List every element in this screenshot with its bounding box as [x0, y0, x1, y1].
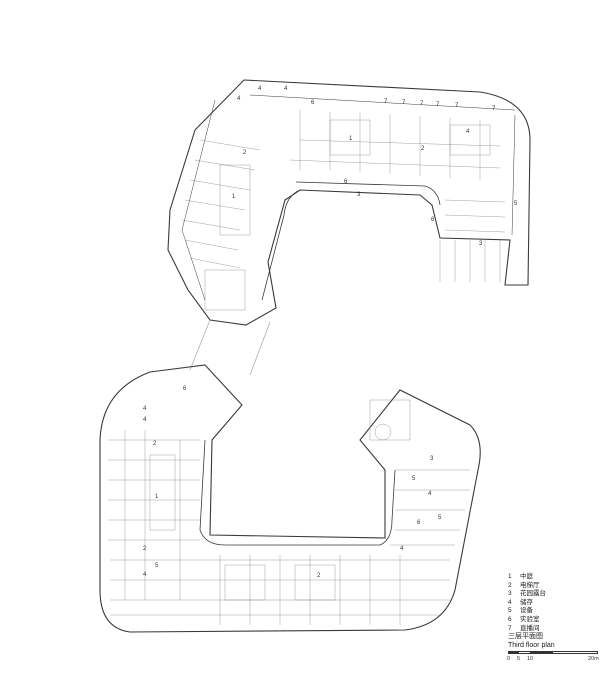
room-num-equipment: 5 — [412, 476, 416, 482]
room-num-storage: 4 — [143, 417, 147, 423]
room-num-equipment: 5 — [514, 201, 518, 207]
scale-bar-segment — [530, 651, 553, 654]
top-building-outline — [167, 79, 531, 326]
room-num-studio: 7 — [420, 101, 424, 107]
room-num-atrium: 1 — [232, 194, 236, 200]
plan-title: 三层平面图 Third floor plan — [508, 633, 555, 650]
scale-bar: 0 5 10 20m — [507, 651, 608, 673]
room-numbers: 1 1 2 2 3 3 4 4 4 4 5 6 6 6 7 7 7 7 7 7 … — [143, 86, 518, 579]
room-num-garden: 3 — [479, 241, 483, 247]
room-num-storage: 4 — [466, 129, 470, 135]
room-num-studio: 7 — [455, 103, 459, 109]
room-num-lab: 6 — [417, 520, 421, 526]
room-num-storage: 4 — [143, 572, 147, 578]
room-num-atrium: 1 — [155, 494, 159, 500]
room-num-lift: 2 — [243, 150, 247, 156]
top-corridor-west — [181, 99, 216, 301]
room-num-lab: 6 — [311, 100, 315, 106]
top-courtyard-edge — [295, 181, 441, 206]
room-num-lab: 6 — [344, 179, 348, 185]
top-courtyard-wall — [261, 189, 301, 301]
room-num-equipment: 5 — [155, 563, 159, 569]
room-num-storage: 4 — [400, 546, 404, 552]
scale-label: 5 — [517, 656, 521, 662]
top-corridor-east — [511, 114, 516, 236]
top-building — [167, 79, 531, 326]
bottom-courtyard-edge — [199, 439, 396, 546]
room-num-lab: 6 — [183, 386, 187, 392]
room-num-storage: 4 — [258, 86, 262, 92]
room-num-storage: 4 — [284, 86, 288, 92]
bridge-link — [189, 319, 271, 376]
scale-label: 20m — [588, 656, 599, 662]
room-num-lift: 2 — [317, 573, 321, 579]
bottom-interior-grid — [108, 399, 470, 625]
room-num-studio: 7 — [384, 99, 388, 105]
top-interior-grid — [181, 110, 506, 311]
room-num-equipment: 5 — [438, 515, 442, 521]
bottom-building — [99, 364, 481, 633]
room-num-studio: 7 — [492, 106, 496, 112]
room-num-lab: 6 — [431, 217, 435, 223]
bottom-building-outline — [99, 364, 481, 633]
room-num-lift: 2 — [153, 441, 157, 447]
room-num-garden: 3 — [357, 192, 361, 198]
room-num-storage: 4 — [428, 491, 432, 497]
room-num-lift: 2 — [421, 146, 425, 152]
scale-label: 0 — [507, 656, 511, 662]
top-corridor-north — [249, 94, 516, 111]
room-num-garden: 3 — [430, 456, 434, 462]
plan-title-en: Third floor plan — [508, 641, 555, 649]
room-num-studio: 7 — [436, 102, 440, 108]
scale-label: 10 — [527, 656, 534, 662]
room-num-atrium: 1 — [349, 136, 353, 142]
scale-bar-segment — [508, 651, 519, 654]
room-num-storage: 4 — [237, 96, 241, 102]
room-num-lift: 2 — [143, 546, 147, 552]
plan-title-cn: 三层平面图 — [508, 633, 543, 640]
room-num-storage: 4 — [143, 406, 147, 412]
room-num-studio: 7 — [402, 100, 406, 106]
scale-bar-frame — [508, 651, 598, 654]
